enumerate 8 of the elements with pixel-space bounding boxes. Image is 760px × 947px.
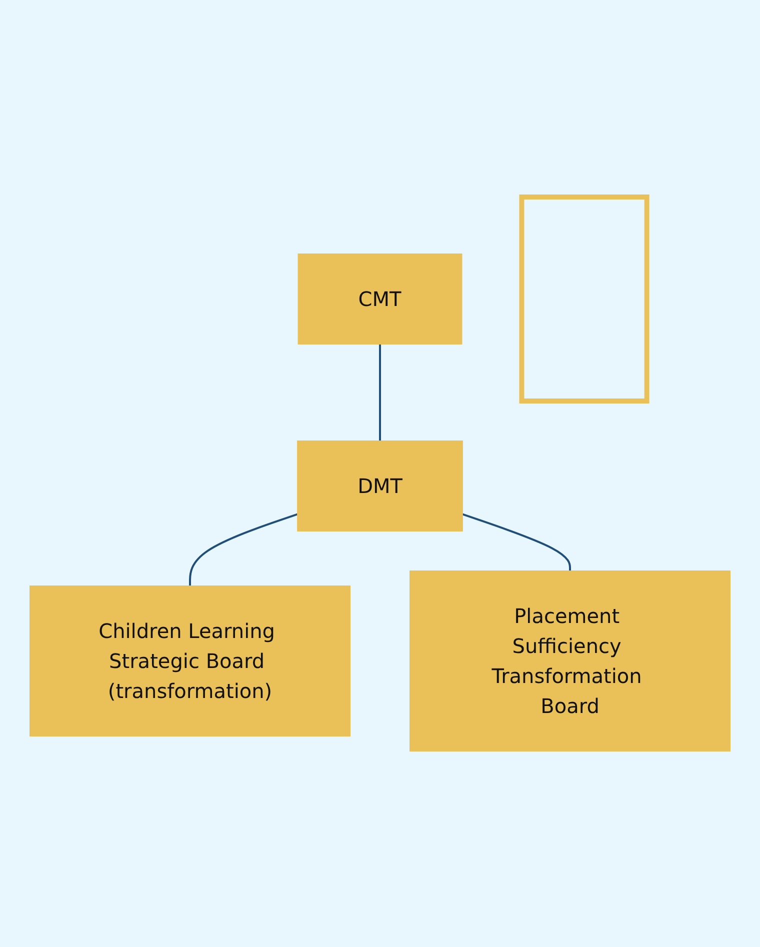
- node-box: Children Learning Strategic Board (transformation): [30, 585, 350, 736]
- connector: [379, 344, 381, 440]
- connector: [189, 512, 298, 586]
- node-box: CMT: [298, 253, 462, 344]
- node-box: [519, 194, 650, 403]
- node-box: DMT: [297, 440, 463, 531]
- connector: [462, 512, 571, 570]
- node-box: Placement Sufficiency Transformation Board: [410, 570, 730, 751]
